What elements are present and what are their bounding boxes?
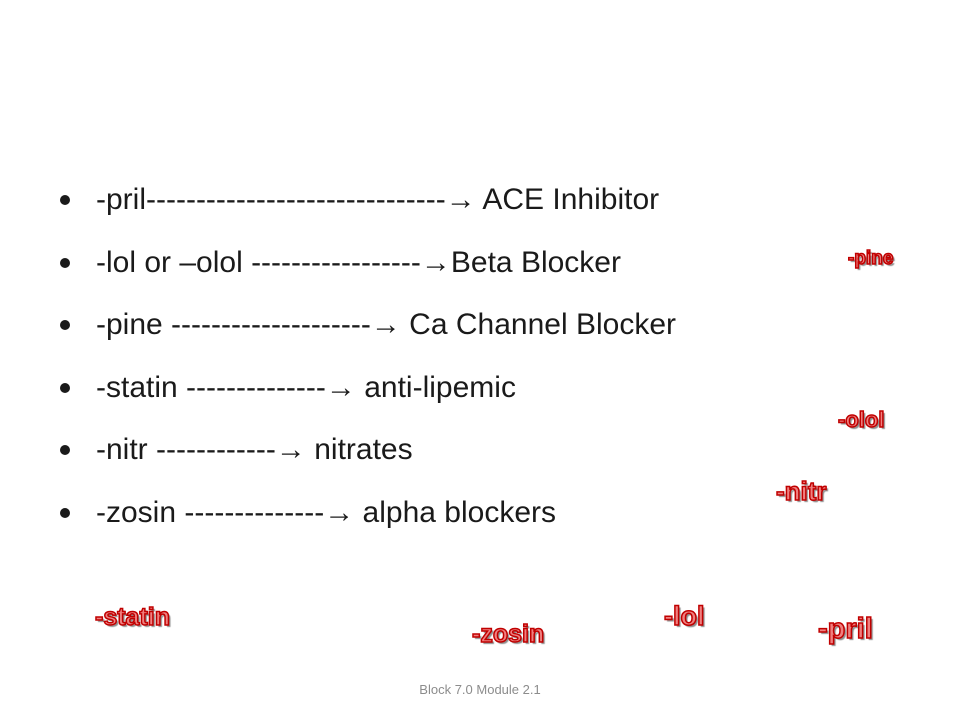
bullet-text: -lol or –olol -----------------→Beta Blo… [96, 245, 621, 279]
bullet-dot-icon [60, 445, 70, 455]
wordart-zosin[interactable]: -zosin [471, 619, 545, 649]
bullet-dot-icon [60, 257, 70, 268]
bullet-dot-icon [60, 320, 70, 330]
wordart-nitr[interactable]: -nitr [775, 475, 827, 507]
bullet-text: -pril------------------------------→ ACE… [96, 183, 660, 216]
wordart-pine[interactable]: -pine [847, 247, 894, 270]
bullet-dot-icon [60, 195, 70, 205]
wordart-pril[interactable]: -pril [817, 612, 873, 646]
wordart-olol[interactable]: -olol [837, 406, 885, 433]
bullet-text: -nitr ------------→ nitrates [96, 433, 413, 466]
bullet-text: -zosin --------------→ alpha blockers [96, 495, 557, 529]
bullet-text: -statin --------------→ anti-lipemic [96, 370, 516, 404]
slide-footer: Block 7.0 Module 2.1 [419, 682, 541, 697]
wordart-lol[interactable]: -lol [663, 600, 705, 632]
bullet-dot-icon [60, 382, 70, 393]
bullet-text: -pine --------------------→ Ca Channel B… [96, 308, 676, 341]
bullet-dot-icon [60, 507, 70, 518]
wordart-statin[interactable]: -statin [94, 602, 171, 632]
